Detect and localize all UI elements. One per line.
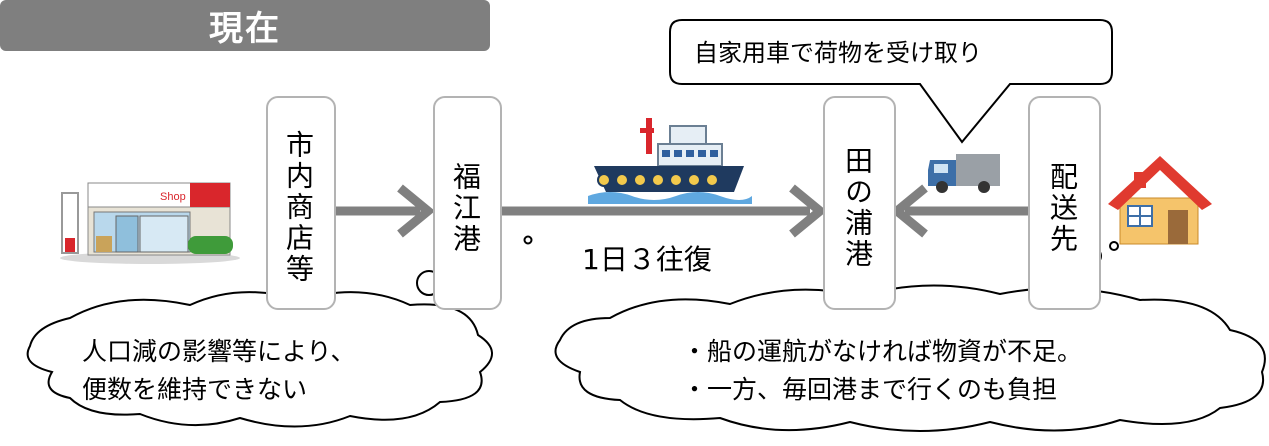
thought-cloud-left xyxy=(26,235,533,428)
ferry-frequency-label: 1日３往復 xyxy=(582,243,712,276)
label-destination: 配送先 xyxy=(1046,162,1079,255)
speech-bubble-text: 自家用車で荷物を受け取り xyxy=(694,39,982,67)
page-title: 現在 xyxy=(209,9,281,49)
speech-bubble-shape xyxy=(669,19,1113,144)
box-destination: 配送先 xyxy=(1028,96,1101,310)
truck-icon xyxy=(928,154,1000,193)
store-sign-text: Shop xyxy=(160,191,186,203)
thought-right-line2: ・一方、毎回港まで行くのも負担 xyxy=(682,375,1058,404)
label-fukue-port: 福江港 xyxy=(449,162,482,255)
box-shops: 市内商店等 xyxy=(266,96,336,310)
thought-right-line1: ・船の運航がなければ物資が不足。 xyxy=(682,337,1083,366)
title-bar: 現在 xyxy=(0,0,490,51)
thought-left-line2: 便数を維持できない xyxy=(82,375,308,404)
label-shops: 市内商店等 xyxy=(282,130,315,285)
house-icon xyxy=(1108,156,1212,245)
ship-icon xyxy=(588,118,752,204)
label-tanoura-port: 田の浦港 xyxy=(841,146,874,270)
arrow-destination-to-tanoura xyxy=(889,184,1028,238)
box-fukue-port: 福江港 xyxy=(433,96,502,310)
thought-left-line1: 人口減の影響等により、 xyxy=(82,337,356,366)
arrow-fukue-to-tanoura xyxy=(502,184,828,238)
box-tanoura-port: 田の浦港 xyxy=(823,96,896,310)
arrow-shops-to-fukue xyxy=(336,184,436,238)
store-icon: Shop xyxy=(60,182,240,264)
